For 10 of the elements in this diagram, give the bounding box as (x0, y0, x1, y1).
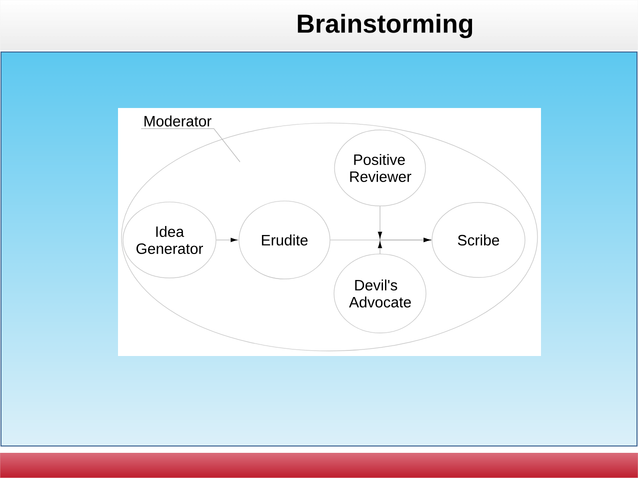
leader-line (140, 128, 240, 162)
slide-title: Brainstorming (298, 14, 472, 38)
arrow (216, 238, 238, 242)
circle-node: Scribe (432, 202, 526, 278)
circle-node: Idea Generator (122, 202, 216, 278)
circle-node: Devil's Advocate (334, 254, 426, 334)
circle-node: Erudite (238, 200, 330, 280)
role-label: Moderator (144, 115, 212, 126)
circle-node: Positive Reviewer (334, 130, 426, 206)
arrow (378, 238, 430, 254)
